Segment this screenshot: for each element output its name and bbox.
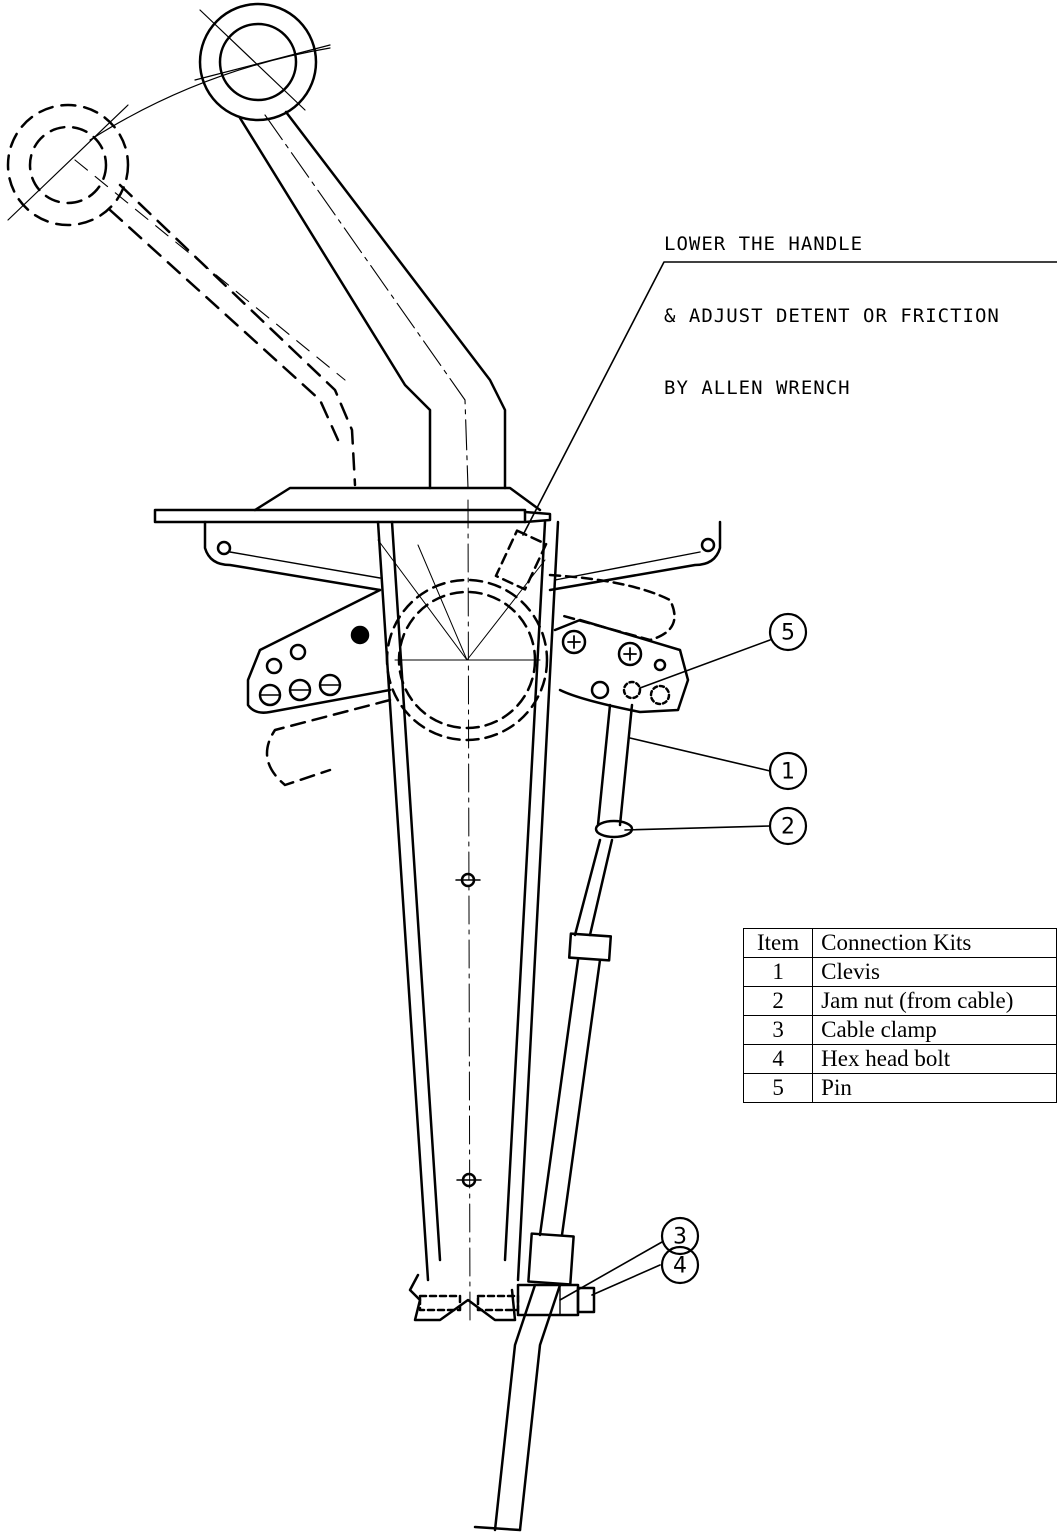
header-connection-kits: Connection Kits xyxy=(812,928,1057,958)
callout-circles xyxy=(660,612,808,1285)
row-desc: Hex head bolt xyxy=(812,1044,1057,1074)
control-cable xyxy=(473,703,634,1532)
lever-body xyxy=(376,499,560,1321)
header-item: Item xyxy=(742,928,814,958)
arc-of-travel xyxy=(89,47,331,141)
row-item: 4 xyxy=(742,1044,814,1074)
table-row: 4 Hex head bolt xyxy=(742,1044,1057,1074)
row-desc: Clevis xyxy=(812,957,1057,987)
jam-nut xyxy=(594,819,634,839)
left-lever-arm xyxy=(246,588,392,714)
note-line-2: & ADJUST DETENT OR FRICTION xyxy=(664,305,1000,327)
callout-2-label: 2 xyxy=(781,815,795,840)
note-line-1: LOWER THE HANDLE xyxy=(664,233,864,255)
row-item: 1 xyxy=(742,957,814,987)
table-row: 2 Jam nut (from cable) xyxy=(742,986,1057,1016)
callout-4-label: 4 xyxy=(673,1254,687,1279)
handle-arm-raised xyxy=(238,110,507,490)
row-desc: Jam nut (from cable) xyxy=(812,986,1057,1016)
table-header-row: Item Connection Kits xyxy=(742,928,1057,958)
row-item: 2 xyxy=(742,986,814,1016)
left-lever-swing xyxy=(265,698,392,787)
callout-leaders xyxy=(559,639,771,1301)
lowered-knob-centerline xyxy=(7,104,129,221)
row-desc: Cable clamp xyxy=(812,1015,1057,1045)
handle-knob-lowered xyxy=(6,103,130,227)
handle-arm-lowered xyxy=(74,159,357,487)
note-line-3: BY ALLEN WRENCH xyxy=(664,377,851,399)
right-lever-arm xyxy=(553,618,690,714)
callout-3-label: 3 xyxy=(673,1225,687,1250)
row-item: 5 xyxy=(742,1073,814,1103)
table-row: 5 Pin xyxy=(742,1073,1057,1103)
table-row: 1 Clevis xyxy=(742,957,1057,987)
table-row: 3 Cable clamp xyxy=(742,1015,1057,1045)
bracket xyxy=(203,520,722,592)
row-item: 3 xyxy=(742,1015,814,1045)
disc-construction-lines xyxy=(377,539,546,661)
adjustment-note: LOWER THE HANDLE & ADJUST DETENT OR FRIC… xyxy=(664,184,1000,424)
mounting-plate xyxy=(153,486,552,524)
callout-5-label: 5 xyxy=(781,621,795,646)
allen-wrench xyxy=(494,529,676,642)
callout-1-label: 1 xyxy=(781,760,795,785)
lever-base-fitting xyxy=(408,1273,520,1322)
row-desc: Pin xyxy=(812,1073,1057,1103)
note-leader-line xyxy=(522,261,1057,536)
parts-table: Item Connection Kits 1 Clevis 2 Jam nut … xyxy=(742,928,1057,1103)
